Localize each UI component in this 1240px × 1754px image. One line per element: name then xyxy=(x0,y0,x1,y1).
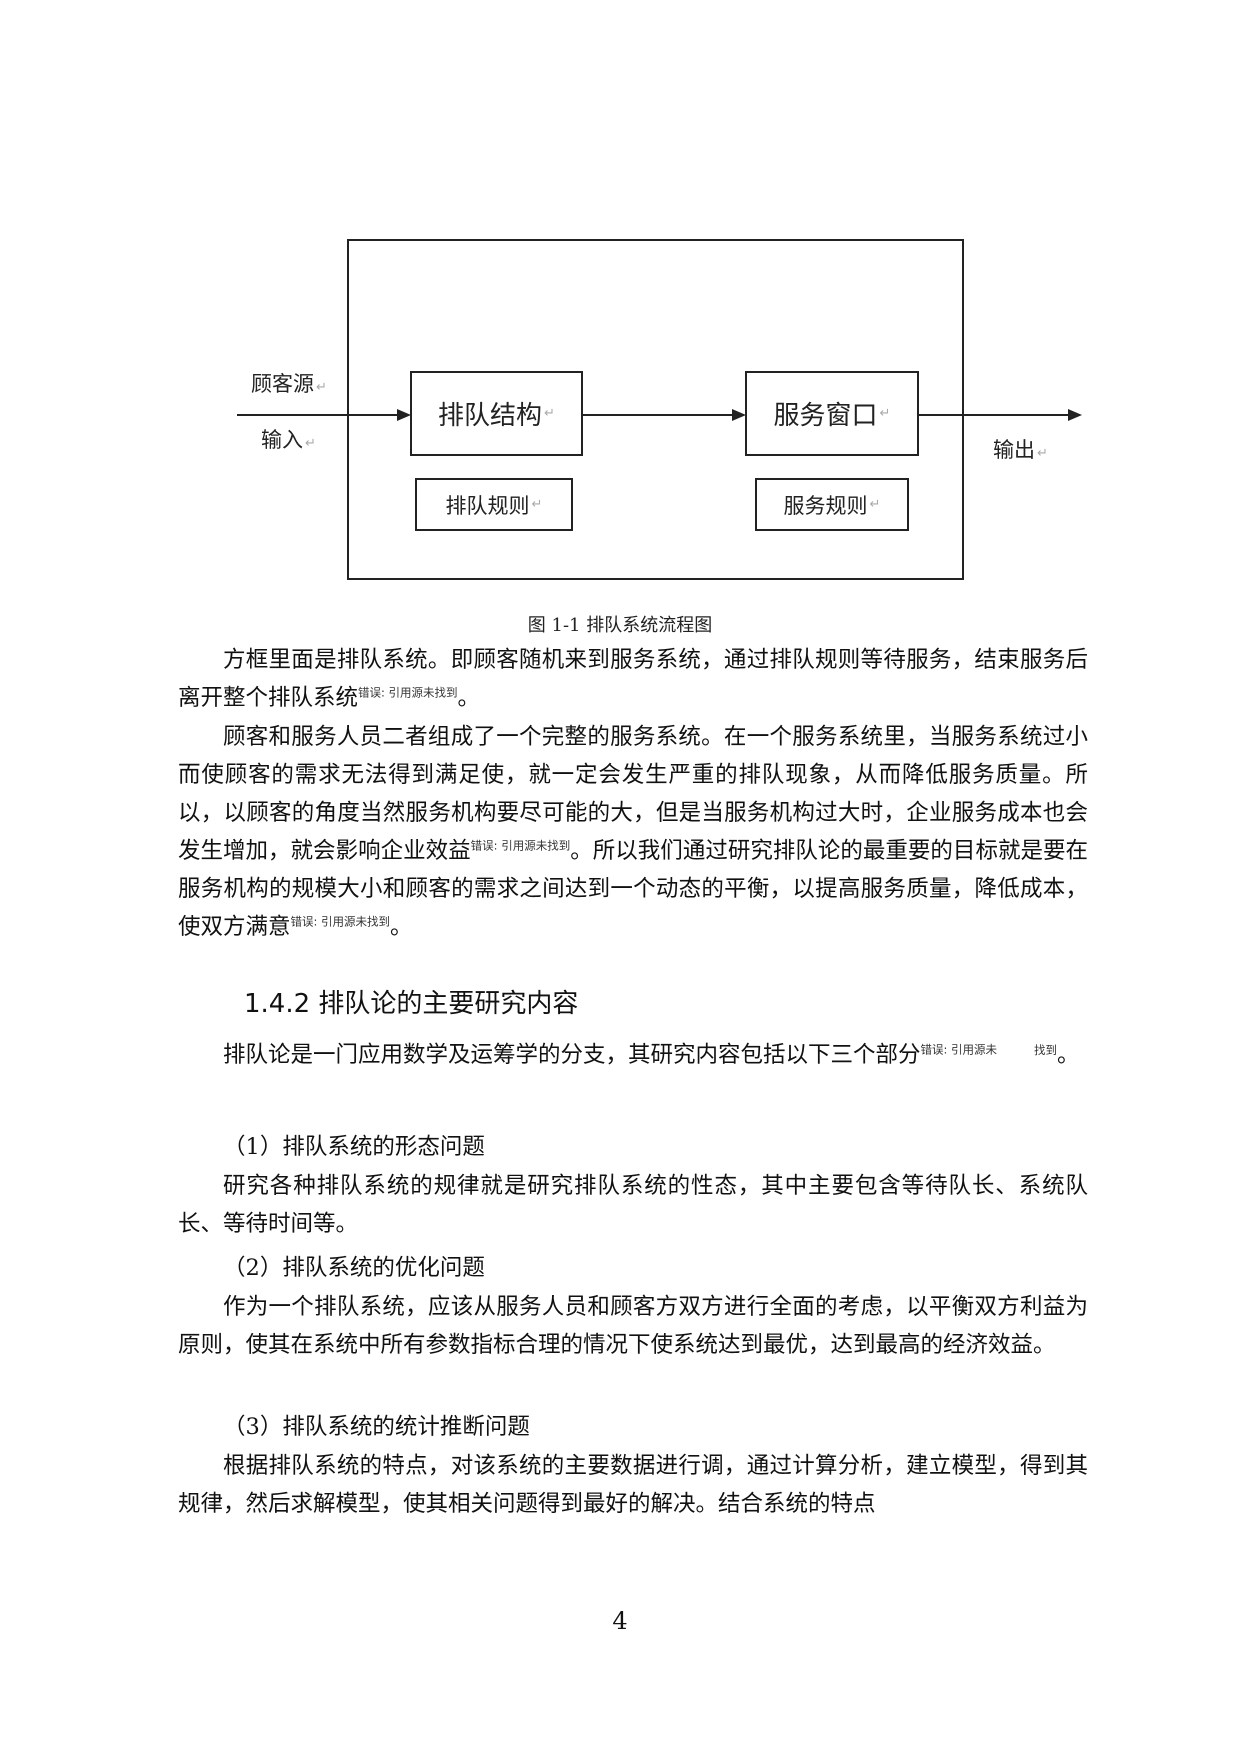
paragraph-2: 顾客和服务人员二者组成了一个完整的服务系统。在一个服务系统里，当服务系统过小而使… xyxy=(178,724,1088,940)
input-arrow-line xyxy=(237,414,397,416)
figure-caption: 图 1-1 排队系统流程图 xyxy=(527,615,713,636)
service-rule-box: 服务规则↵ xyxy=(755,478,909,531)
item-3-title: （3）排队系统的统计推断问题 xyxy=(223,1414,530,1440)
output-label: 输出↵ xyxy=(993,438,1048,462)
paragraph-1: 方框里面是排队系统。即顾客随机来到服务系统，通过排队规则等待服务，结束服务后离开… xyxy=(178,647,1088,711)
input-label: 输入↵ xyxy=(261,428,316,452)
item-1-body: 研究各种排队系统的规律就是研究排队系统的性态，其中主要包含等待队长、系统队长、等… xyxy=(178,1173,1088,1237)
output-arrowhead-icon xyxy=(1068,409,1082,421)
citation-error-ref[interactable]: 错误: 引用源未找到 xyxy=(358,685,458,700)
citation-error-ref[interactable]: 错误: 引用源未找到 xyxy=(290,914,391,929)
queue-structure-box: 排队结构↵ xyxy=(410,371,583,456)
queue-rule-box: 排队规则↵ xyxy=(415,478,573,531)
citation-error-ref[interactable]: 错误: 引用源未 xyxy=(920,1042,998,1057)
item-1-title: （1）排队系统的形态问题 xyxy=(223,1134,485,1160)
queue-system-flowchart: 顾客源↵ 输入↵ 输出↵ 排队结构↵ 排队规则↵ 服务窗口↵ 服务规则↵ xyxy=(0,0,1240,600)
section-intro: 排队论是一门应用数学及运筹学的分支，其研究内容包括以下三个部分错误: 引用源未找… xyxy=(223,1042,1080,1068)
section-heading: 1.4.2 排队论的主要研究内容 xyxy=(244,989,579,1019)
item-2-title: （2）排队系统的优化问题 xyxy=(223,1255,485,1281)
item-2-body: 作为一个排队系统，应该从服务人员和顾客方双方进行全面的考虑，以平衡双方利益为原则… xyxy=(178,1294,1088,1358)
page-number: 4 xyxy=(612,1607,628,1635)
citation-error-ref[interactable]: 错误: 引用源未找到 xyxy=(470,838,571,853)
service-window-box: 服务窗口↵ xyxy=(745,371,919,456)
input-arrowhead-icon xyxy=(397,409,411,421)
item-3-body: 根据排队系统的特点，对该系统的主要数据进行调，通过计算分析，建立模型，得到其规律… xyxy=(178,1453,1088,1517)
middle-arrow-line xyxy=(582,414,732,416)
customer-source-label: 顾客源↵ xyxy=(251,372,327,396)
output-arrow-line xyxy=(918,414,1068,416)
middle-arrowhead-icon xyxy=(732,409,746,421)
queue-system-boundary xyxy=(347,239,964,580)
